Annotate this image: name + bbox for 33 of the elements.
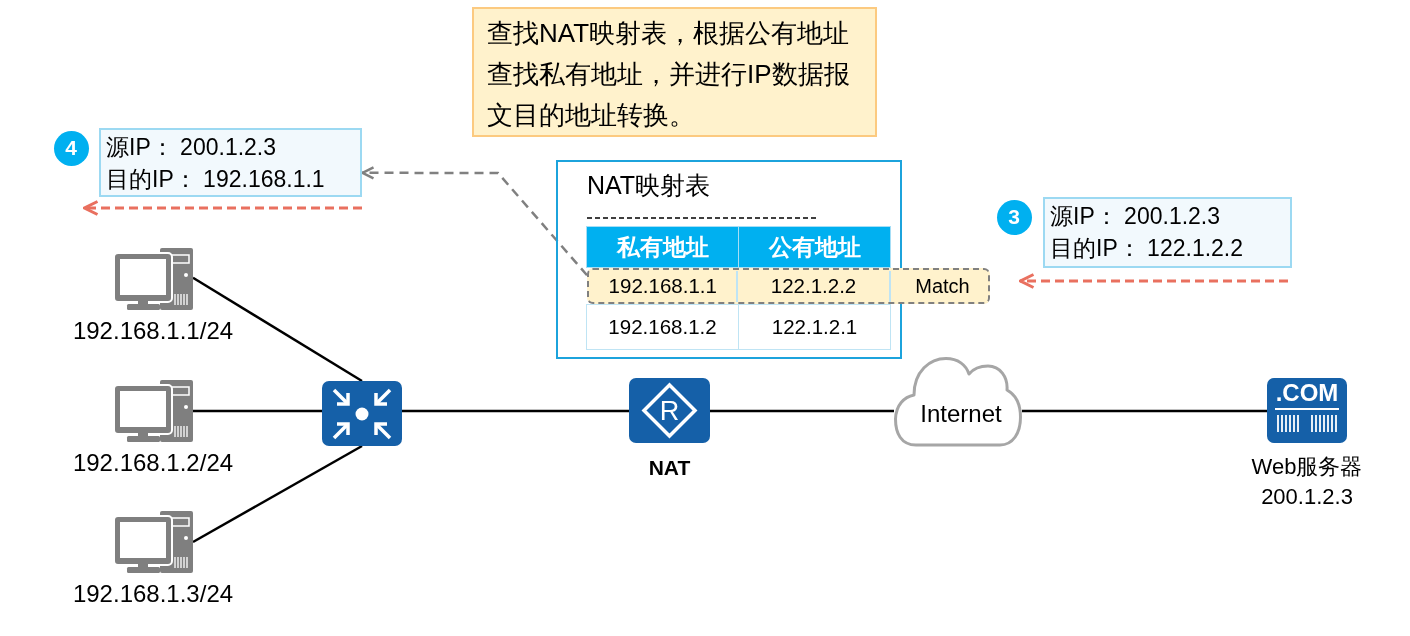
device-caption: Web服务器 — [1251, 453, 1363, 481]
info-box — [99, 128, 362, 197]
address-line: 目的IP： 192.168.1.1 — [106, 164, 325, 194]
connection-line — [710, 409, 894, 413]
connection-line — [1022, 409, 1267, 413]
device-caption: 192.168.1.1/24 — [72, 316, 234, 346]
router-letter: R — [659, 397, 680, 424]
connection-line — [402, 409, 629, 413]
device-caption: 192.168.1.3/24 — [72, 579, 234, 609]
cloud-label: Internet — [920, 401, 1002, 427]
connection-line — [192, 276, 363, 383]
match-label: Match — [915, 274, 970, 297]
dashed-arrow — [361, 166, 588, 277]
table-cell: 122.1.2.1 — [738, 304, 891, 350]
connection-line — [193, 409, 322, 413]
callout-number: 3 — [996, 199, 1032, 235]
highlight-row — [587, 268, 990, 304]
device-caption: NAT — [648, 455, 691, 481]
info-box — [1043, 197, 1292, 268]
header-cell: 公有地址 — [738, 226, 891, 268]
table-cell: 122.1.2.2 — [738, 270, 891, 302]
note-box: 查找NAT映射表，根据公有地址查找私有地址，并进行IP数据报文目的地址转换。 — [472, 7, 877, 137]
callout-number: 4 — [53, 130, 89, 166]
device-caption: 192.168.1.2/24 — [72, 448, 234, 478]
table-cell: 192.168.1.1 — [589, 270, 738, 302]
device-caption: 200.1.2.3 — [1261, 483, 1353, 511]
address-line: 源IP： 200.1.2.3 — [106, 133, 277, 162]
header-cell: 私有地址 — [586, 226, 739, 268]
table-title: NAT映射表 — [587, 170, 711, 200]
connection-line — [192, 444, 363, 544]
address-line: 目的IP： 122.1.2.2 — [1050, 233, 1244, 263]
address-line: 源IP： 200.1.2.3 — [1050, 202, 1221, 231]
domain-text: .COM — [1275, 381, 1339, 405]
